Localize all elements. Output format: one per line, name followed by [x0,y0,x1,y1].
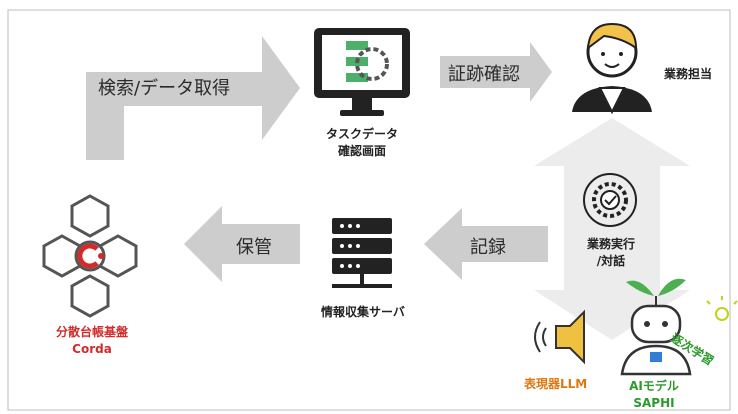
ai-model-label-line2: SAPHI [633,396,675,410]
task-screen-label: タスクデータ 確認画面 [316,126,408,160]
execute-label-line2: /対話 [596,254,626,268]
blockchain-cubes-icon [42,194,138,318]
expression-llm-label: 表現器LLM [524,377,588,391]
ledger-label-line1: 分散台帳基盤 [55,325,128,339]
evidence-arrow-label: 証跡確認 [448,64,520,85]
business-label: 業務担当 [664,67,713,81]
gear-check-icon [583,173,637,227]
record-arrow-label: 記録 [470,237,506,258]
task-screen-label-line2: 確認画面 [337,144,386,158]
execute-double-arrow [534,118,690,340]
ledger-label: 分散台帳基盤 Corda [40,324,144,358]
monitor-icon [314,28,410,116]
execute-label: 業務実行 /対話 [578,236,644,270]
server-label: 情報収集サーバ [321,305,405,319]
business-person-icon [572,22,652,115]
task-screen-label-line1: タスクデータ [325,127,398,141]
ai-model-label: AIモデル SAPHI [614,378,694,412]
lightbulb-icon [706,296,738,321]
store-arrow-label: 保管 [236,237,272,258]
record-arrow [424,208,548,280]
ledger-label-line2: Corda [72,342,112,356]
evidence-arrow [440,42,552,102]
execute-label-line1: 業務実行 [586,237,635,251]
robot-sprout-icon [620,278,692,376]
speaker-icon [534,309,585,365]
corda-logo-icon [74,240,106,272]
server-icon [332,218,392,288]
store-arrow [184,206,300,282]
search-arrow [86,36,300,160]
ai-model-label-line1: AIモデル [629,379,679,393]
search-arrow-label: 検索/データ取得 [98,78,231,99]
